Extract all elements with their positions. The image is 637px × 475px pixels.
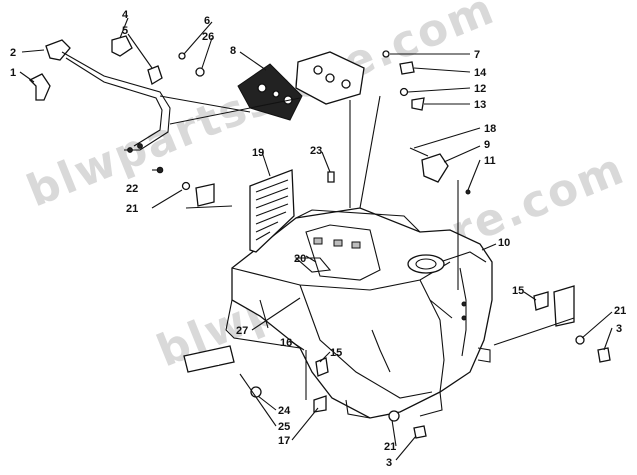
callout-6: 6 xyxy=(204,15,210,27)
callout-12: 12 xyxy=(474,83,486,95)
callout-15-lower: 15 xyxy=(330,347,342,359)
switch-body xyxy=(111,35,163,85)
callout-1: 1 xyxy=(10,67,16,79)
callout-23: 23 xyxy=(310,145,322,157)
callout-26: 26 xyxy=(202,31,214,43)
callout-21: 21 xyxy=(126,203,138,215)
callout-4: 4 xyxy=(122,9,129,21)
callout-20: 20 xyxy=(294,253,306,265)
callout-13: 13 xyxy=(474,99,486,111)
callout-21-right: 21 xyxy=(614,305,626,317)
callout-18: 18 xyxy=(484,123,496,135)
callout-21-bottom: 21 xyxy=(384,441,396,453)
callout-11: 11 xyxy=(484,155,496,167)
callout-8: 8 xyxy=(230,45,236,57)
callout-10: 10 xyxy=(498,237,510,249)
callout-25: 25 xyxy=(278,421,290,433)
callout-3-right: 3 xyxy=(616,323,622,335)
callout-5: 5 xyxy=(122,25,128,37)
callout-14: 14 xyxy=(474,67,487,79)
callout-19: 19 xyxy=(252,147,264,159)
callout-labels: 2 1 4 5 6 26 8 7 14 12 13 18 9 11 19 23 … xyxy=(10,9,626,469)
callout-7: 7 xyxy=(474,49,480,61)
callout-15: 15 xyxy=(512,285,524,297)
console-housing xyxy=(225,207,493,419)
hardware-items: COUGAR xyxy=(156,50,611,439)
callout-3-bottom: 3 xyxy=(386,457,392,469)
callout-9: 9 xyxy=(484,139,490,151)
decal-label: COUGAR xyxy=(190,358,219,367)
leader-lines xyxy=(19,17,613,461)
lever-bracket xyxy=(28,73,51,101)
callout-22: 22 xyxy=(126,183,138,195)
callout-27: 27 xyxy=(236,325,248,337)
callout-16: 16 xyxy=(280,337,292,349)
callout-24: 24 xyxy=(278,405,291,417)
mounting-bracket xyxy=(295,51,365,105)
callout-2: 2 xyxy=(10,47,16,59)
callout-17: 17 xyxy=(278,435,290,447)
choke-lever xyxy=(45,39,171,153)
vent-grille xyxy=(249,169,295,253)
